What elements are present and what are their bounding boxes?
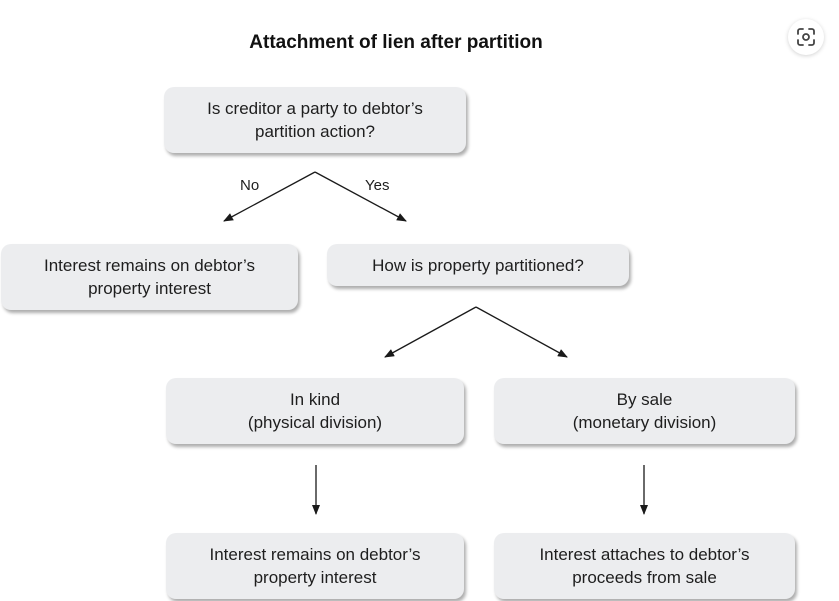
in-kind-result-line-2: property interest	[253, 568, 377, 587]
by-sale-line-2: (monetary division)	[572, 413, 717, 432]
by-sale-box: By sale (monetary division)	[494, 378, 795, 444]
no-result-line-2: property interest	[88, 279, 211, 298]
no-result-box: Interest remains on debtor’s property in…	[1, 244, 298, 310]
lens-scan-icon	[797, 28, 815, 46]
by-sale-result-line-1: Interest attaches to debtor’s	[539, 545, 750, 564]
arrow-no	[223, 171, 316, 222]
no-result-line-1: Interest remains on debtor’s	[43, 256, 256, 275]
question-creditor-party-box: Is creditor a party to debtor’s partitio…	[164, 87, 466, 153]
in-kind-result-line-1: Interest remains on debtor’s	[209, 545, 421, 564]
in-kind-line-1: In kind	[289, 390, 341, 409]
question-line-1: Is creditor a party to debtor’s	[207, 99, 423, 118]
by-sale-result-line-2: proceeds from sale	[572, 568, 717, 587]
arrow-in-kind	[384, 306, 477, 358]
question-line-2: partition action?	[254, 122, 376, 141]
question2-line-1: How is property partitioned?	[372, 255, 584, 275]
in-kind-line-2: (physical division)	[247, 413, 383, 432]
by-sale-result-box: Interest attaches to debtor’s proceeds f…	[494, 533, 795, 599]
lens-search-button[interactable]	[788, 19, 824, 55]
by-sale-line-1: By sale	[616, 390, 673, 409]
branch-label-no: No	[240, 177, 260, 194]
arrow-by-sale	[475, 306, 568, 358]
arrow-yes	[314, 171, 407, 222]
in-kind-box: In kind (physical division)	[166, 378, 464, 444]
branch-label-yes: Yes	[365, 177, 390, 194]
diagram-title: Attachment of lien after partition	[249, 32, 543, 53]
question-partition-method-box: How is property partitioned?	[327, 244, 629, 286]
in-kind-result-box: Interest remains on debtor’s property in…	[166, 533, 464, 599]
